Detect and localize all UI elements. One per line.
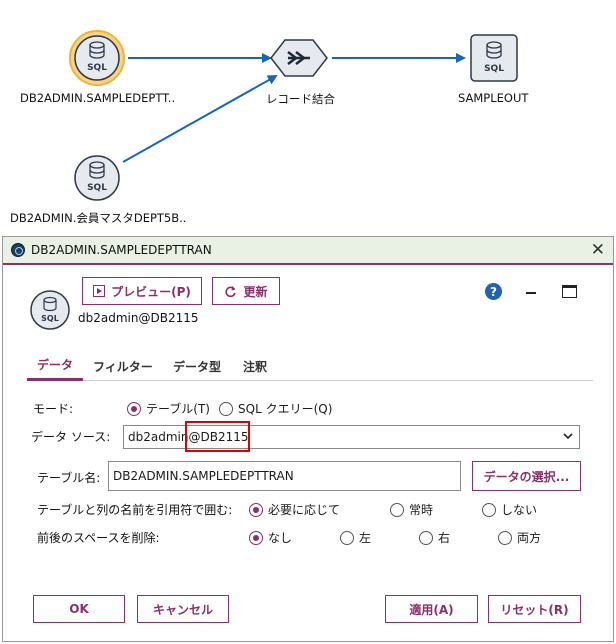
quote-as-needed-label: 必要に応じて: [268, 503, 341, 517]
ok-button[interactable]: OK: [33, 595, 125, 623]
tab-bar: データ フィルター データ型 注釈: [27, 351, 593, 381]
cancel-button[interactable]: キャンセル: [137, 595, 229, 623]
database-icon: [486, 41, 502, 59]
sql-source-node-2-label: DB2ADMIN.会員マスタDEPT5B..: [10, 211, 187, 225]
radio-unselected-icon: [482, 502, 496, 517]
preview-button[interactable]: プレビュー(P): [82, 277, 202, 305]
refresh-button-label: 更新: [243, 284, 268, 299]
quote-always-label: 常時: [409, 503, 434, 517]
trim-none-label: なし: [268, 531, 293, 545]
mode-sql-radio[interactable]: SQL クエリー(Q): [219, 400, 332, 417]
database-icon: [89, 41, 105, 59]
database-icon: [89, 161, 105, 179]
refresh-icon: [224, 285, 237, 298]
sql-output-icon-text: SQL: [484, 64, 504, 74]
app-icon: [11, 243, 25, 257]
sql-node-icon: SQL: [30, 290, 70, 330]
refresh-button[interactable]: 更新: [212, 277, 280, 305]
stream-canvas[interactable]: SQL SQL: [0, 0, 616, 236]
node-properties-dialog: DB2ADMIN.SAMPLEDEPTTRAN ✕ SQL プレビュー(P) 更…: [2, 236, 614, 642]
quote-never-label: しない: [501, 503, 538, 517]
radio-unselected-icon: [340, 530, 354, 545]
tab-annotation[interactable]: 注釈: [243, 359, 268, 374]
radio-unselected-icon: [219, 401, 233, 416]
quote-always-radio[interactable]: 常時: [390, 501, 433, 518]
table-name-value: DB2ADMIN.SAMPLEDEPTTRAN: [113, 469, 294, 483]
chevron-down-icon: [563, 430, 573, 444]
sql-node-icon-text: SQL: [41, 314, 59, 323]
sql-source-node-1[interactable]: SQL: [69, 30, 125, 86]
quote-as-needed-radio[interactable]: 必要に応じて: [249, 501, 340, 518]
table-name-field[interactable]: DB2ADMIN.SAMPLEDEPTTRAN: [108, 461, 461, 491]
merge-node-label: レコード結合: [266, 92, 335, 106]
connection-label: db2admin@DB2115: [78, 311, 199, 325]
trim-none-radio[interactable]: なし: [249, 529, 292, 546]
sql-source-1-icon-text: SQL: [87, 63, 107, 73]
mode-table-label: テーブル(T): [146, 402, 210, 416]
maximize-icon[interactable]: [562, 285, 577, 298]
dialog-titlebar[interactable]: DB2ADMIN.SAMPLEDEPTTRAN ✕: [3, 237, 613, 265]
quote-label: テーブルと列の名前を引用符で囲む:: [37, 503, 233, 517]
datasource-value: db2admin@DB2115: [128, 430, 249, 444]
trim-left-label: 左: [359, 531, 372, 545]
merge-node[interactable]: [270, 39, 328, 77]
tab-data[interactable]: データ: [27, 351, 84, 381]
trim-right-radio[interactable]: 右: [419, 529, 450, 546]
stream-links: SQL SQL: [69, 30, 518, 201]
quote-never-radio[interactable]: しない: [482, 501, 537, 518]
radio-unselected-icon: [498, 530, 512, 545]
sql-source-node-1-label: DB2ADMIN.SAMPLEDEPTT..: [20, 91, 176, 105]
datasource-dropdown[interactable]: db2admin@DB2115: [123, 425, 580, 449]
mode-sql-label: SQL クエリー(Q): [238, 402, 333, 416]
select-data-button[interactable]: データの選択...: [472, 461, 581, 491]
mode-table-radio[interactable]: テーブル(T): [127, 400, 210, 417]
sql-output-node-label: SAMPLEOUT: [458, 91, 529, 105]
minimize-icon[interactable]: [526, 292, 536, 294]
trim-left-radio[interactable]: 左: [340, 529, 371, 546]
trim-right-label: 右: [438, 531, 451, 545]
datasource-label: データ ソース:: [31, 430, 111, 444]
trim-label: 前後のスペースを削除:: [37, 531, 160, 545]
tab-filter[interactable]: フィルター: [93, 359, 153, 374]
dialog-title: DB2ADMIN.SAMPLEDEPTTRAN: [31, 243, 212, 257]
sql-output-node[interactable]: SQL: [470, 34, 518, 82]
trim-both-radio[interactable]: 両方: [498, 529, 541, 546]
radio-selected-icon: [127, 401, 141, 416]
radio-selected-icon: [249, 502, 263, 517]
sql-source-node-2[interactable]: SQL: [74, 155, 120, 201]
help-glyph: ?: [490, 284, 497, 299]
radio-selected-icon: [249, 530, 263, 545]
radio-unselected-icon: [419, 530, 433, 545]
highlight-box: [185, 421, 250, 452]
trim-both-label: 両方: [517, 531, 542, 545]
reset-button[interactable]: リセット(R): [488, 595, 581, 623]
mode-label: モード:: [33, 402, 74, 416]
radio-unselected-icon: [390, 502, 404, 517]
help-icon[interactable]: ?: [485, 283, 502, 300]
preview-button-label: プレビュー(P): [111, 284, 191, 299]
close-icon[interactable]: ✕: [590, 240, 605, 260]
apply-button[interactable]: 適用(A): [385, 595, 478, 623]
link-source2-to-merge: [122, 75, 278, 163]
merge-arrows-icon: [287, 51, 310, 65]
sql-source-2-icon-text: SQL: [87, 183, 107, 193]
table-name-label: テーブル名:: [37, 471, 101, 485]
play-icon: [93, 285, 106, 297]
tab-datatype[interactable]: データ型: [173, 359, 222, 374]
